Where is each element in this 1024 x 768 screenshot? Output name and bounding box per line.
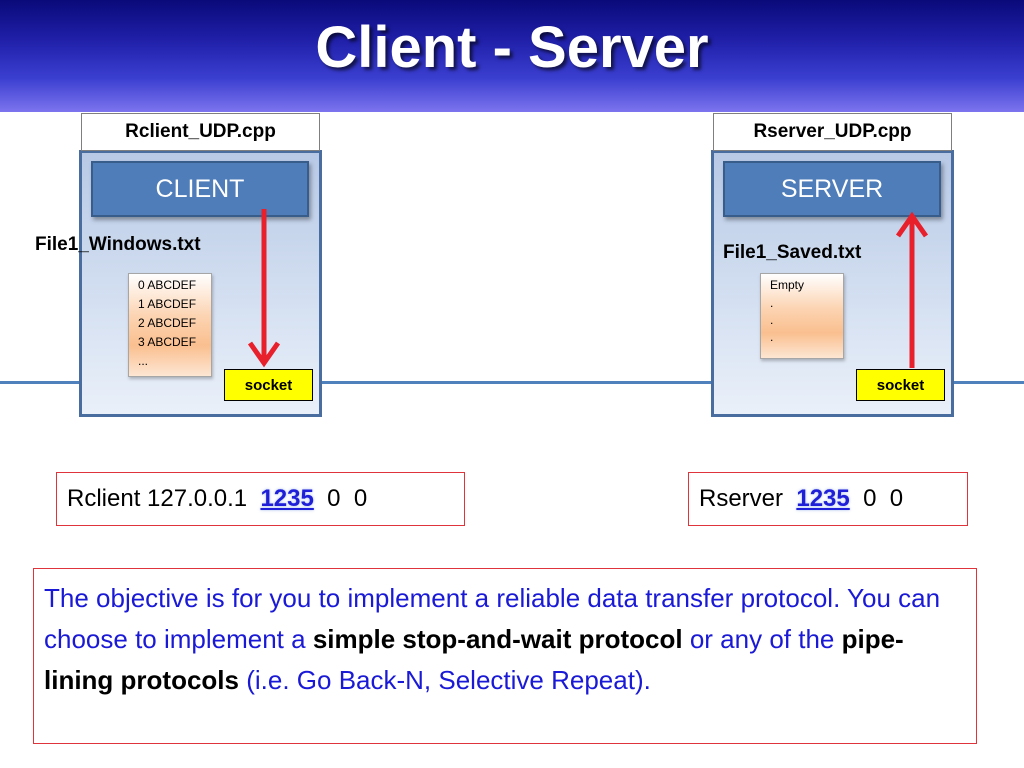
server-file-line: Empty xyxy=(770,278,805,292)
client-file-line: 1 ABCDEF xyxy=(138,297,197,311)
server-command-box: Rserver 1235 0 0 xyxy=(688,472,968,526)
client-command-box: Rclient 127.0.0.1 1235 0 0 xyxy=(56,472,465,526)
server-command-port: 1235 xyxy=(796,485,850,512)
server-role-box: SERVER xyxy=(723,161,941,217)
slide-title: Client - Server xyxy=(315,15,709,80)
client-command-suffix: 0 0 xyxy=(313,485,368,512)
client-file-line: 0 ABCDEF xyxy=(138,278,197,292)
server-source-file-label: Rserver_UDP.cpp xyxy=(713,113,952,151)
client-command-prefix: Rclient 127.0.0.1 xyxy=(67,485,261,512)
client-file-line: 2 ABCDEF xyxy=(138,316,197,330)
server-file-line: . xyxy=(770,330,774,344)
objective-text-3: (i.e. Go Back-N, Selective Repeat). xyxy=(239,665,651,695)
server-file-line: . xyxy=(770,313,774,327)
client-socket: socket xyxy=(224,369,313,401)
server-command-prefix: Rserver xyxy=(699,485,797,512)
title-bar: Client - Server xyxy=(0,0,1024,112)
client-file-line: 3 ABCDEF xyxy=(138,335,197,349)
network-line xyxy=(0,381,1024,384)
objective-text-1: The objective is for you to implement a … xyxy=(44,583,941,654)
server-receive-arrow-icon xyxy=(895,211,929,368)
client-role-box: CLIENT xyxy=(91,161,309,217)
client-command-port: 1235 xyxy=(260,485,314,512)
client-file-name: File1_Windows.txt xyxy=(35,234,201,255)
server-socket: socket xyxy=(856,369,945,401)
objective-box: The objective is for you to implement a … xyxy=(33,568,977,744)
objective-bold-stop-and-wait: simple stop-and-wait protocol xyxy=(312,624,683,654)
server-file-content: Empty . . . xyxy=(760,273,844,359)
objective-bold-pipelining: pipe-lining protocols xyxy=(44,624,904,695)
server-command-suffix: 0 0 xyxy=(849,485,904,512)
client-file-content: 0 ABCDEF 1 ABCDEF 2 ABCDEF 3 ABCDEF ... xyxy=(128,273,212,377)
objective-text-2: or any of the xyxy=(682,624,842,654)
client-source-file-label: Rclient_UDP.cpp xyxy=(81,113,320,151)
server-file-line: . xyxy=(770,296,774,310)
client-send-arrow-icon xyxy=(247,209,281,368)
client-file-line: ... xyxy=(138,354,149,368)
server-file-name: File1_Saved.txt xyxy=(723,242,862,263)
